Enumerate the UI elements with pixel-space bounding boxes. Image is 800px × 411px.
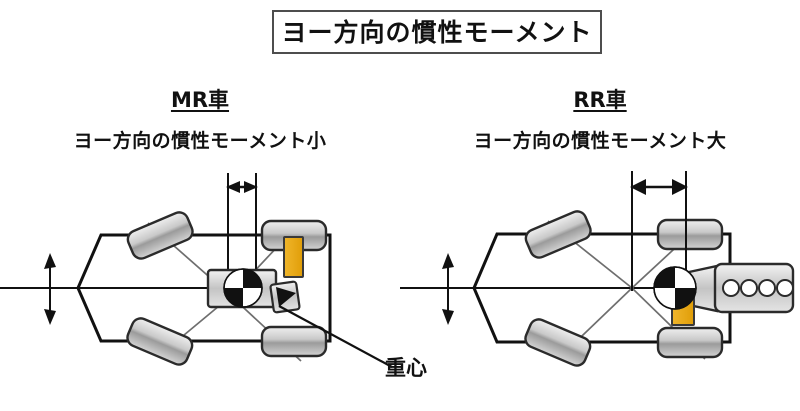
car-type-label-rr: RR車	[573, 88, 627, 112]
engine-assembly-rr	[687, 262, 795, 314]
center-of-gravity-icon-mr	[223, 268, 263, 308]
yaw-rotation-arrow-mr	[44, 253, 56, 325]
cg-caption-label: 重心	[385, 356, 427, 380]
yaw-rotation-arrow-rr	[442, 253, 454, 325]
center-of-gravity-icon-rr	[653, 266, 697, 310]
engine-cylinders-rr	[722, 279, 794, 297]
column-heading-mr: MR車 ヨー方向の慣性モーメント小	[0, 84, 400, 153]
page-title-box: ヨー方向の慣性モーメント	[272, 10, 602, 54]
car-type-label-mr: MR車	[170, 88, 230, 112]
moment-label-rr: ヨー方向の慣性モーメント大	[473, 130, 727, 152]
front-left-tire-rr	[524, 210, 592, 259]
car-body-outline-mr	[76, 233, 332, 343]
front-right-tire-mr	[126, 317, 194, 366]
rear-right-tire-rr	[656, 326, 724, 359]
page-title: ヨー方向の慣性モーメント	[281, 17, 593, 47]
front-right-tire-rr	[524, 318, 592, 367]
front-left-tire-mr	[126, 211, 194, 260]
rear-right-tire-mr	[260, 325, 328, 358]
engine-orange-block-mr	[283, 236, 304, 278]
cg-leader-line-mr	[278, 305, 393, 368]
moment-label-mr: ヨー方向の慣性モーメント小	[73, 130, 327, 152]
column-heading-rr: RR車 ヨー方向の慣性モーメント大	[400, 84, 800, 153]
rear-left-tire-rr	[656, 218, 724, 251]
car-diagram-mr	[0, 165, 400, 411]
car-diagram-rr	[400, 165, 800, 411]
